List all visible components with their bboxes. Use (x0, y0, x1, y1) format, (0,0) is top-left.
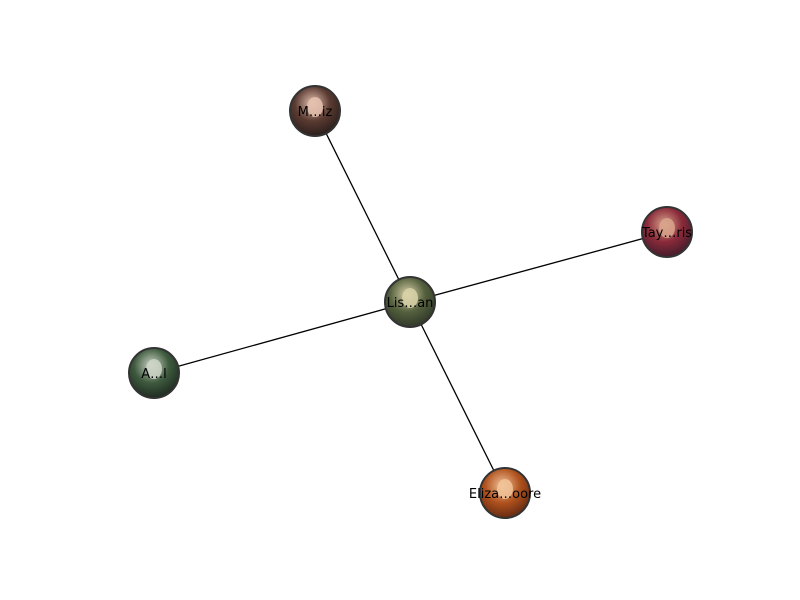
edge-center-bottom (409, 301, 506, 494)
portrait-face-right (659, 218, 675, 238)
portrait-face-bottom (497, 479, 513, 499)
edge-center-right (409, 231, 668, 303)
node-label-center: Lis…an (387, 296, 434, 311)
node-right[interactable]: Tay…ris (641, 206, 693, 258)
node-label-right: Tay…ris (641, 226, 692, 241)
edge-center-left (153, 301, 411, 374)
portrait-face-center (402, 288, 418, 308)
edge-center-top (314, 110, 411, 303)
node-label-bottom: Eliza…oore (469, 487, 541, 502)
node-label-top: M…iz (298, 105, 333, 120)
node-top[interactable]: M…iz (289, 85, 341, 137)
node-bottom[interactable]: Eliza…oore (469, 467, 541, 519)
portrait-face-top (307, 97, 323, 117)
node-center[interactable]: Lis…an (384, 276, 436, 328)
portrait-face-left (146, 359, 162, 379)
edges-layer (153, 110, 668, 494)
node-left[interactable]: A…l (128, 347, 180, 399)
node-label-left: A…l (141, 367, 167, 382)
